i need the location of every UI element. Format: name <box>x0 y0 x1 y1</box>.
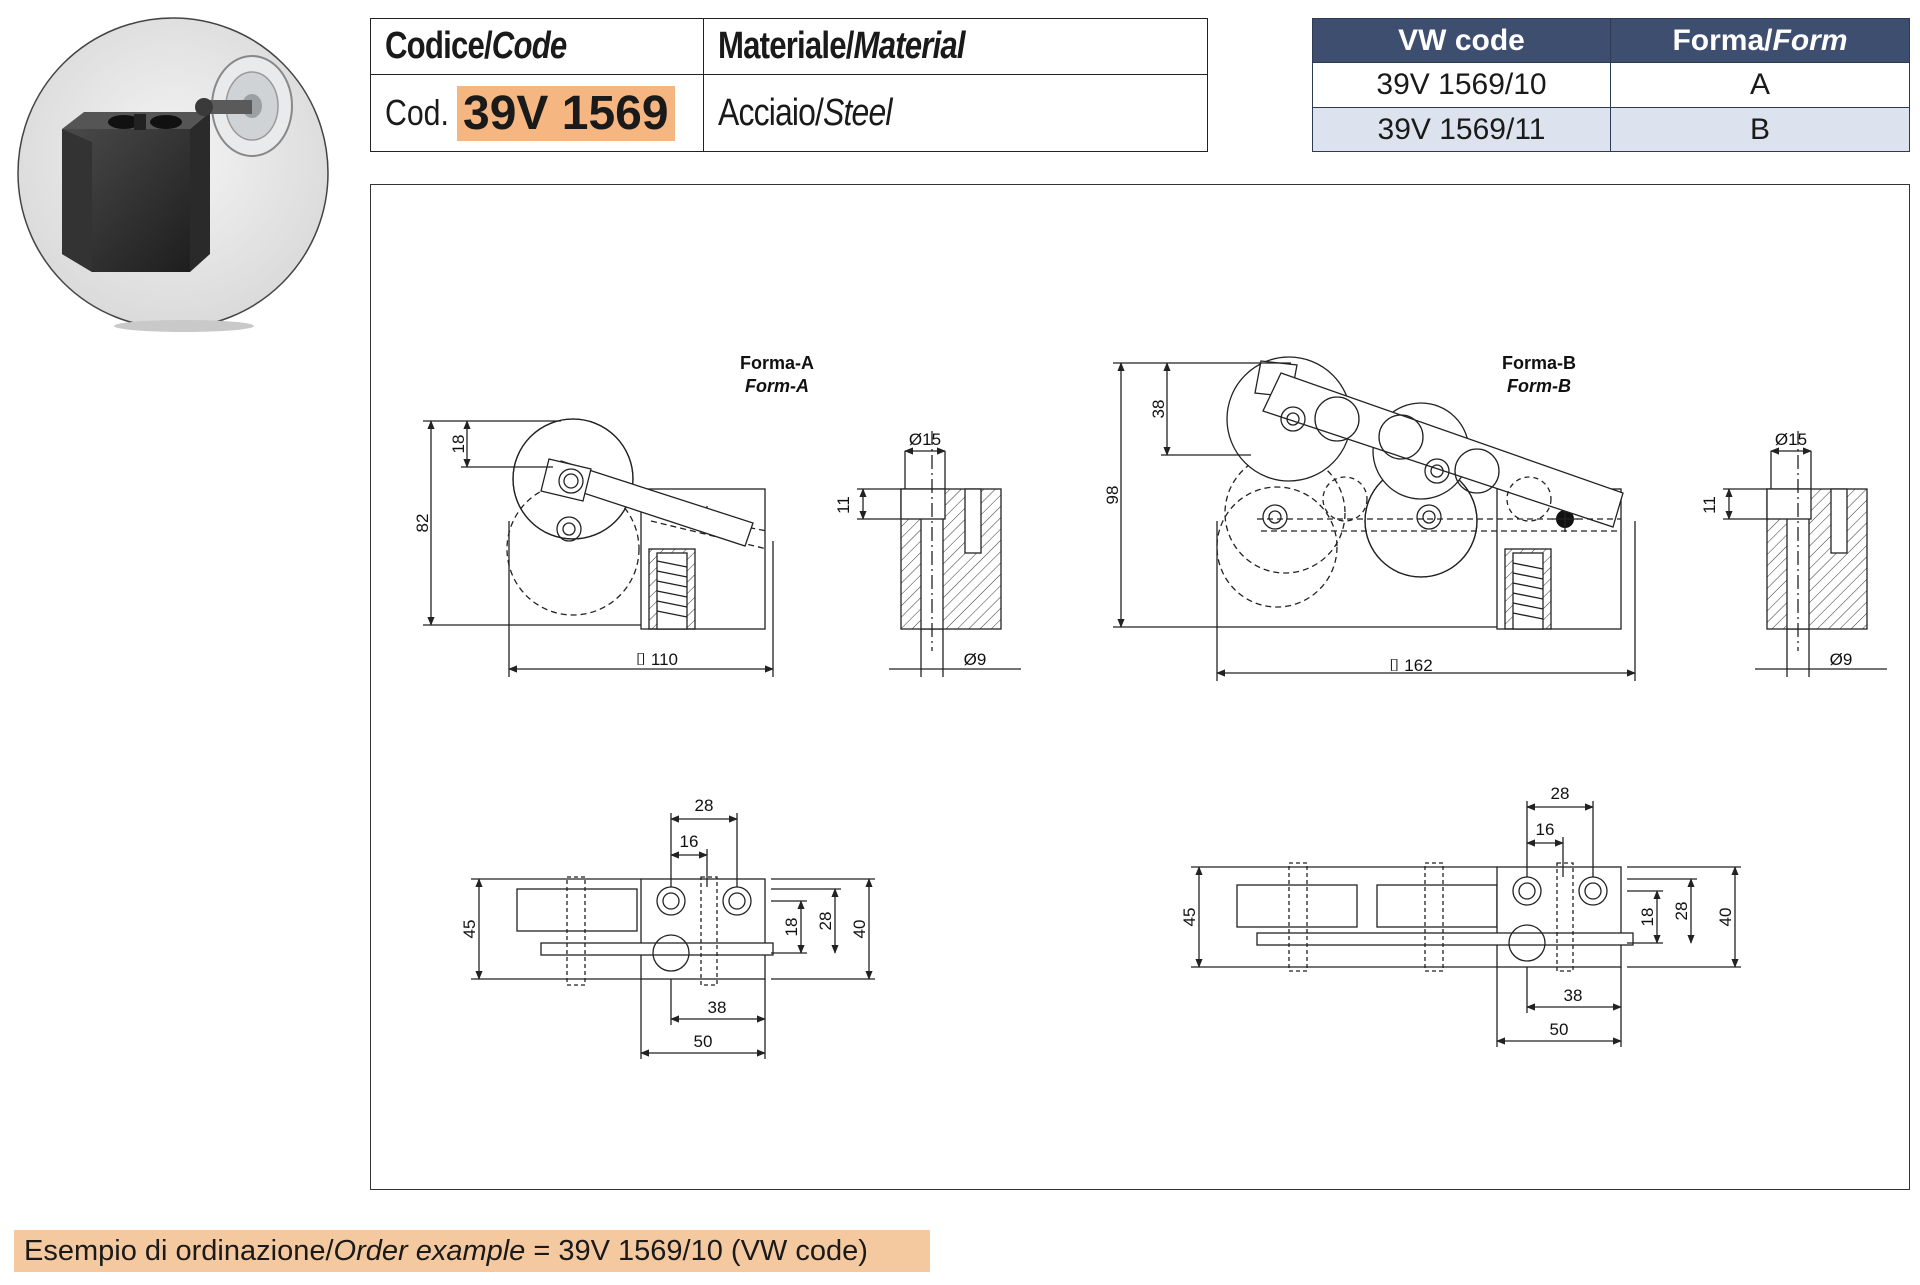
code-material-table: Codice/Code Materiale/Material Cod. 39V … <box>370 18 1208 152</box>
form-b-title-en: Form-B <box>1507 376 1571 396</box>
form-b-section-view <box>1723 431 1887 677</box>
form-a-title-it: Forma-A <box>740 353 814 373</box>
vw-code-cell: 39V 1569/11 <box>1313 108 1611 151</box>
material-header-cell: Materiale/Material <box>704 19 1207 75</box>
dim-label: 82 <box>413 514 432 533</box>
dim-label: 38 <box>1149 400 1168 419</box>
dim-label: 28 <box>1551 784 1570 803</box>
code-value-cell: Cod. 39V 1569 <box>371 75 704 151</box>
dim-label: 28 <box>816 912 835 931</box>
dim-label: Ø15 <box>909 430 941 449</box>
product-code: 39V 1569 <box>457 85 675 141</box>
dim-label: 18 <box>1638 908 1657 927</box>
dim-label: 45 <box>460 920 479 939</box>
order-example-it: Esempio di ordinazione/ <box>24 1234 334 1267</box>
dim-label: 110 <box>651 650 678 669</box>
form-header-en: Form <box>1772 23 1848 57</box>
dim-label: 40 <box>1716 908 1735 927</box>
material-it: Acciaio/ <box>718 91 824 134</box>
technical-drawing: Forma-A Form-A Forma-B Form-B 82 18 ⌷ 11… <box>413 353 1887 1059</box>
form-cell: B <box>1611 108 1909 151</box>
form-a-title-en: Form-A <box>745 376 809 396</box>
technical-drawing-frame: Forma-A Form-A Forma-B Form-B 82 18 ⌷ 11… <box>370 184 1910 1190</box>
dim-label: 18 <box>449 435 468 454</box>
dim-label: 40 <box>850 920 869 939</box>
vw-code-cell: 39V 1569/10 <box>1313 63 1611 108</box>
order-example-banner: Esempio di ordinazione/Order example = 3… <box>14 1230 930 1272</box>
form-header-it: Forma/ <box>1672 23 1773 57</box>
dim-label: ⌷ 162 <box>1389 656 1432 675</box>
dim-label: Ø15 <box>1775 430 1807 449</box>
form-a-plan-view <box>471 813 875 1059</box>
material-en: Steel <box>823 91 892 134</box>
material-header-en: Material <box>853 25 966 67</box>
dim-label: 28 <box>695 796 714 815</box>
material-value-cell: Acciaio/Steel <box>704 75 1207 151</box>
code-header-it: Codice/ <box>385 25 493 67</box>
dim-label: 28 <box>1672 902 1691 921</box>
dim-label: 16 <box>1536 820 1555 839</box>
dim-label: 18 <box>782 918 801 937</box>
form-a-section-view <box>857 431 1021 677</box>
form-b-plan-view <box>1191 801 1741 1047</box>
order-example-value: = 39V 1569/10 (VW code) <box>525 1234 868 1267</box>
dim-label: 16 <box>680 832 699 851</box>
dim-label: Ø9 <box>964 650 987 669</box>
product-photo <box>14 14 332 332</box>
form-cell: A <box>1611 63 1909 108</box>
form-b-side-view <box>1113 356 1636 681</box>
material-header-it: Materiale/ <box>718 25 854 67</box>
form-header: Forma/Form <box>1611 19 1909 63</box>
dim-label: 38 <box>708 998 727 1017</box>
vw-code-header: VW code <box>1313 19 1611 63</box>
dim-label: 11 <box>1700 496 1719 514</box>
form-b-title-it: Forma-B <box>1502 353 1576 373</box>
order-example-en: Order example <box>333 1234 526 1267</box>
dim-label: 11 <box>834 496 853 514</box>
dim-label: 50 <box>694 1032 713 1051</box>
code-header-en: Code <box>491 25 567 67</box>
dim-label: 45 <box>1180 908 1199 927</box>
dim-label: 50 <box>1550 1020 1569 1039</box>
code-prefix: Cod. <box>385 92 449 133</box>
vw-code-table: VW code Forma/Form 39V 1569/10 A 39V 156… <box>1312 18 1910 152</box>
dim-label: Ø9 <box>1830 650 1853 669</box>
dim-label: 162 <box>1404 656 1432 675</box>
code-header-cell: Codice/Code <box>371 19 704 75</box>
form-a-side-view <box>423 418 774 677</box>
dim-label: 98 <box>1103 486 1122 505</box>
dim-label: ⌷ 110 <box>636 650 678 669</box>
dim-label: 38 <box>1564 986 1583 1005</box>
